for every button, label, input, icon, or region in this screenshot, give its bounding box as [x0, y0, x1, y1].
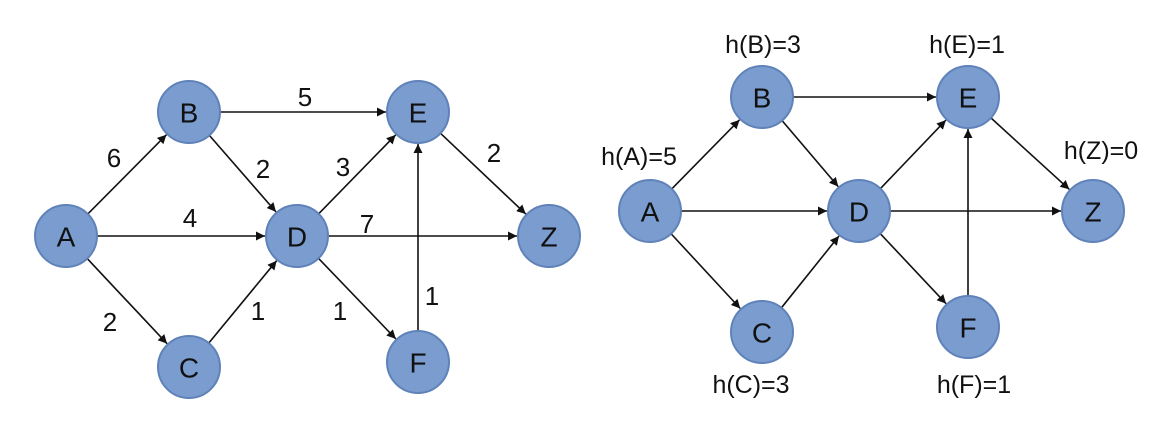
node-a: A [34, 204, 98, 268]
edge-layer [86, 107, 527, 345]
edge-c-d [780, 235, 840, 309]
edge-weight-b-e: 5 [298, 82, 312, 112]
node-z: Z [517, 204, 581, 268]
node-label: A [57, 222, 76, 253]
node-label: A [641, 197, 660, 228]
heuristic-label-f: h(F)=1 [937, 371, 1011, 399]
node-layer: A B C D E F Z [34, 80, 581, 399]
node-c: C [730, 300, 794, 364]
heuristic-graph: h(A)=5 h(B)=3 h(C)=3 h(E)=1 h(F)=1 h(Z)=0A B C D… [601, 31, 1138, 399]
edge-e-z [439, 132, 527, 215]
node-label: Z [540, 222, 557, 253]
edge-weight-b-d: 2 [256, 154, 270, 184]
edge-layer [670, 92, 1070, 310]
node-circle [157, 335, 221, 399]
node-circle [1061, 179, 1125, 243]
edge-weight-a-c: 2 [103, 307, 117, 337]
node-b: B [730, 65, 794, 129]
node-label: Z [1084, 197, 1101, 228]
node-layer: A B C D E F Z [618, 65, 1125, 364]
node-label: D [287, 222, 307, 253]
node-circle [34, 204, 98, 268]
node-label: D [849, 197, 869, 228]
node-c: C [157, 335, 221, 399]
node-a: A [618, 179, 682, 243]
heuristic-label-a: h(A)=5 [601, 143, 677, 171]
heuristic-label-b: h(B)=3 [725, 31, 801, 59]
edge-weight-c-d: 1 [251, 296, 265, 326]
edge-b-d [781, 120, 839, 188]
node-circle [936, 65, 1000, 129]
weight-layer: h(A)=5 h(B)=3 h(C)=3 h(E)=1 h(F)=1 h(Z)=0 [601, 31, 1138, 399]
node-circle [618, 179, 682, 243]
edge-weight-e-z: 2 [487, 138, 501, 168]
node-f: F [386, 330, 450, 394]
edge-weight-a-d: 4 [183, 203, 197, 233]
node-circle [386, 330, 450, 394]
node-label: C [752, 318, 772, 349]
edge-weight-d-e: 3 [336, 152, 350, 182]
node-label: B [753, 83, 772, 114]
node-circle [730, 300, 794, 364]
edge-d-e [879, 119, 947, 190]
node-circle [265, 204, 329, 268]
edge-a-c [670, 233, 741, 310]
edge-b-d [208, 134, 277, 213]
node-d: D [265, 204, 329, 268]
node-circle [936, 295, 1000, 359]
node-circle [517, 204, 581, 268]
node-circle [386, 80, 450, 144]
heuristic-label-z: h(Z)=0 [1064, 137, 1138, 165]
node-f: F [936, 295, 1000, 359]
edge-a-b [671, 119, 741, 190]
edge-a-b [87, 134, 168, 215]
heuristic-label-c: h(C)=3 [712, 371, 789, 399]
edge-d-e [318, 134, 397, 215]
edge-weight-d-z: 7 [360, 209, 374, 239]
edge-c-d [208, 260, 278, 344]
node-label: B [180, 98, 199, 129]
node-label: E [409, 98, 428, 129]
node-label: C [179, 353, 199, 384]
heuristic-label-e: h(E)=1 [929, 31, 1005, 59]
node-b: B [157, 80, 221, 144]
node-circle [730, 65, 794, 129]
node-z: Z [1061, 179, 1125, 243]
edge-d-f [317, 257, 397, 340]
node-label: F [409, 348, 426, 379]
edge-weight-f-e: 1 [425, 281, 439, 311]
node-e: E [386, 80, 450, 144]
node-e: E [936, 65, 1000, 129]
node-label: E [959, 83, 978, 114]
edge-d-f [879, 233, 947, 305]
node-circle [157, 80, 221, 144]
edge-e-z [990, 117, 1070, 191]
edge-weight-d-f: 1 [333, 296, 347, 326]
edge-weight-a-b: 6 [107, 143, 121, 173]
node-d: D [827, 179, 891, 243]
edge-a-c [86, 258, 168, 345]
node-label: F [959, 313, 976, 344]
node-circle [827, 179, 891, 243]
